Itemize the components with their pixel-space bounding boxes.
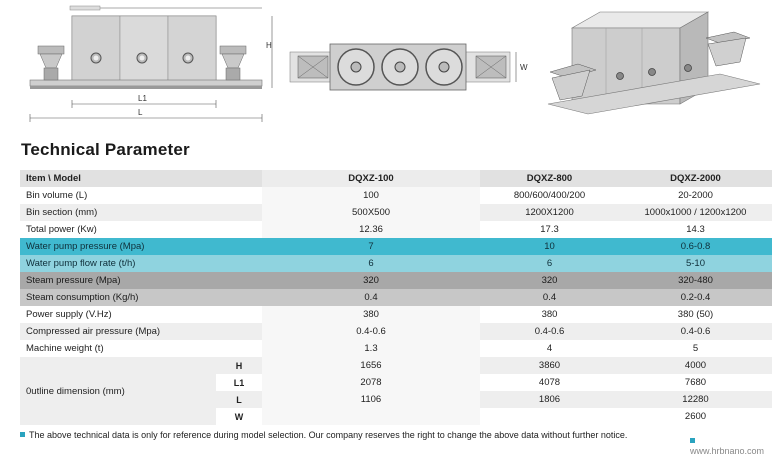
table-row: Power supply (V.Hz) 380 380 380 (50) <box>20 306 772 323</box>
equipment-drawings: H L1 L W <box>29 5 761 122</box>
cell-value: 6 <box>480 255 619 272</box>
cell-value: 10 <box>480 238 619 255</box>
cell-value: 380 <box>262 306 480 323</box>
dim-w-label: W <box>520 63 528 72</box>
header-model-3: DQXZ-2000 <box>619 170 772 187</box>
cell-value: 1200X1200 <box>480 204 619 221</box>
dimension-label: 0utline dimension (mm) <box>20 357 216 425</box>
footnote: The above technical data is only for ref… <box>20 430 627 440</box>
cell-value: 6 <box>262 255 480 272</box>
row-label: Steam consumption (Kg/h) <box>20 289 262 306</box>
cell-value: 1.3 <box>262 340 480 357</box>
dimension-row: W 2600 <box>20 408 772 425</box>
cell-value: 14.3 <box>619 221 772 238</box>
table-row: Machine weight (t) 1.3 4 5 <box>20 340 772 357</box>
row-label: Bin volume (L) <box>20 187 262 204</box>
cell-value: 5 <box>619 340 772 357</box>
row-label: Total power (Kw) <box>20 221 262 238</box>
table-row-highlight: Steam pressure (Mpa) 320 320 320-480 <box>20 272 772 289</box>
cell-value: 380 (50) <box>619 306 772 323</box>
dim-l1-label: L1 <box>138 94 147 103</box>
dimension-sub-label: W <box>216 408 262 425</box>
header-model-1: DQXZ-100 <box>262 170 480 187</box>
bullet-square-icon <box>690 438 695 443</box>
table-row: Total power (Kw) 12.36 17.3 14.3 <box>20 221 772 238</box>
cell-value: 7680 <box>619 374 772 391</box>
cell-value: 4 <box>480 340 619 357</box>
dimension-sub-label: H <box>216 357 262 374</box>
cell-value: 20-2000 <box>619 187 772 204</box>
footnote-text: The above technical data is only for ref… <box>29 430 628 440</box>
cell-value: 1000x1000 / 1200x1200 <box>619 204 772 221</box>
cell-value: 2078 <box>262 374 480 391</box>
row-label: Steam pressure (Mpa) <box>20 272 262 289</box>
cell-value <box>262 408 480 425</box>
cell-value: 17.3 <box>480 221 619 238</box>
cell-value: 5-10 <box>619 255 772 272</box>
cell-value: 1806 <box>480 391 619 408</box>
cell-value: 0.4 <box>480 289 619 306</box>
cell-value: 100 <box>262 187 480 204</box>
technical-parameter-table: Item \ Model DQXZ-100 DQXZ-800 DQXZ-2000… <box>20 170 772 425</box>
table-row: Compressed air pressure (Mpa) 0.4-0.6 0.… <box>20 323 772 340</box>
cell-value: 0.4-0.6 <box>619 323 772 340</box>
row-label: Water pump pressure (Mpa) <box>20 238 262 255</box>
cell-value: 320 <box>262 272 480 289</box>
dimension-row: L1 2078 4078 7680 <box>20 374 772 391</box>
dimension-sub-label: L <box>216 391 262 408</box>
isometric-view-drawing <box>547 11 761 115</box>
cell-value: 0.2-0.4 <box>619 289 772 306</box>
table-header-row: Item \ Model DQXZ-100 DQXZ-800 DQXZ-2000 <box>20 170 772 187</box>
table-row-highlight: Steam consumption (Kg/h) 0.4 0.4 0.2-0.4 <box>20 289 772 306</box>
header-item-model: Item \ Model <box>20 170 262 187</box>
cell-value: 12280 <box>619 391 772 408</box>
cell-value: 800/600/400/200 <box>480 187 619 204</box>
dim-l-label: L <box>138 108 143 117</box>
cell-value: 2600 <box>619 408 772 425</box>
cell-value: 12.36 <box>262 221 480 238</box>
table-row-highlight: Water pump pressure (Mpa) 7 10 0.6-0.8 <box>20 238 772 255</box>
bullet-square-icon <box>20 432 25 437</box>
website-text: www.hrbnano.com <box>690 446 765 456</box>
cell-value: 4000 <box>619 357 772 374</box>
section-title: Technical Parameter <box>21 140 190 159</box>
cell-value: 3860 <box>480 357 619 374</box>
side-elevation-drawing: H L1 L <box>29 5 273 122</box>
cell-value: 380 <box>480 306 619 323</box>
cell-value: 320 <box>480 272 619 289</box>
dimension-sub-label: L1 <box>216 374 262 391</box>
row-label: Compressed air pressure (Mpa) <box>20 323 262 340</box>
row-label: Water pump flow rate (t/h) <box>20 255 262 272</box>
dim-h-label: H <box>266 41 272 50</box>
table-row: Bin volume (L) 100 800/600/400/200 20-20… <box>20 187 772 204</box>
cell-value: 7 <box>262 238 480 255</box>
cell-value: 0.4 <box>262 289 480 306</box>
cell-value: 1106 <box>262 391 480 408</box>
table-row: Bin section (mm) 500X500 1200X1200 1000x… <box>20 204 772 221</box>
website-link[interactable]: www.hrbnano.com <box>690 436 772 456</box>
cell-value: 320-480 <box>619 272 772 289</box>
cell-value: 0.4-0.6 <box>262 323 480 340</box>
row-label: Machine weight (t) <box>20 340 262 357</box>
header-model-2: DQXZ-800 <box>480 170 619 187</box>
cell-value: 500X500 <box>262 204 480 221</box>
row-label: Power supply (V.Hz) <box>20 306 262 323</box>
dimension-row: 0utline dimension (mm) H 1656 3860 4000 <box>20 357 772 425</box>
cell-value: 4078 <box>480 374 619 391</box>
cell-value <box>480 408 619 425</box>
cell-value: 1656 <box>262 357 480 374</box>
dimension-row: L 1106 1806 12280 <box>20 391 772 408</box>
row-label: Bin section (mm) <box>20 204 262 221</box>
cell-value: 0.6-0.8 <box>619 238 772 255</box>
top-view-drawing: W <box>289 43 528 91</box>
table-row-highlight: Water pump flow rate (t/h) 6 6 5-10 <box>20 255 772 272</box>
cell-value: 0.4-0.6 <box>480 323 619 340</box>
